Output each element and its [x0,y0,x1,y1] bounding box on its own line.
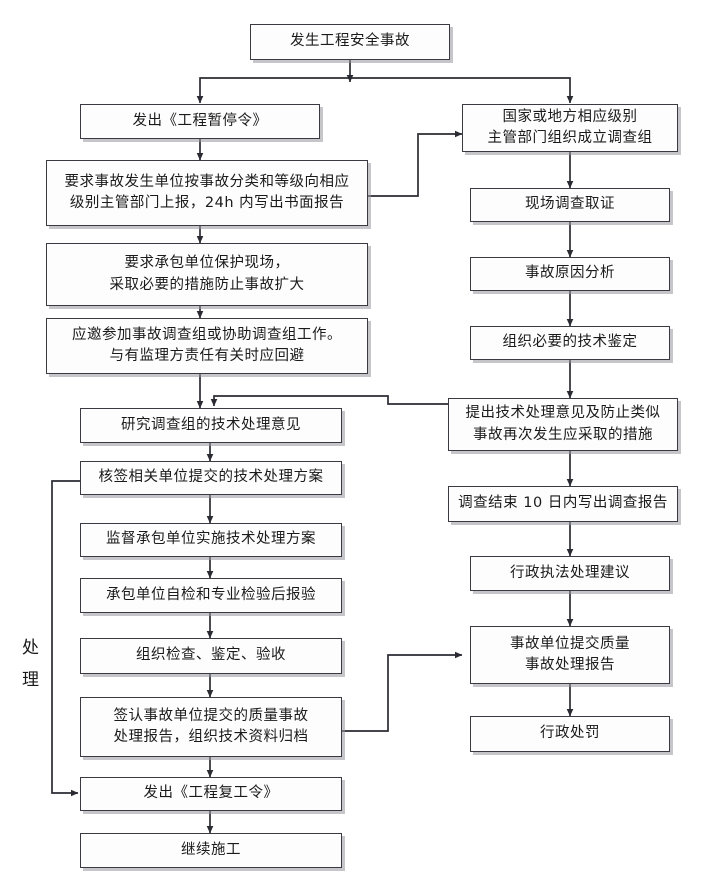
node-label: 监督承包单位实施技术处理方案 [106,531,316,548]
node-administrative-penalty[interactable]: 行政处罚 [470,716,670,752]
node-issue-suspension-order[interactable]: 发出《工程暂停令》 [80,104,320,139]
node-label: 应邀参加事故调查组或协助调查组工作。 与有监理方责任有关时应回避 [72,326,342,364]
node-countersign-technical-plan[interactable]: 核签相关单位提交的技术处理方案 [80,461,342,495]
node-cause-analysis[interactable]: 事故原因分析 [470,257,670,291]
node-label: 要求事故发生单位按事故分类和等级向相应 级别主管部门上报，24h 内写出书面报告 [64,173,350,211]
node-investigation-report-10days[interactable]: 调查结束 10 日内写出调查报告 [448,486,678,522]
node-establish-investigation-team[interactable]: 国家或地方相应级别 主管部门组织成立调查组 [462,104,678,152]
node-label: 发生工程安全事故 [290,33,410,50]
node-organize-inspection-acceptance[interactable]: 组织检查、鉴定、验收 [80,638,342,674]
node-label: 组织检查、鉴定、验收 [136,647,286,664]
node-label: 现场调查取证 [525,196,615,213]
node-label: 承包单位自检和专业检验后报验 [106,586,316,603]
edge-n0-r1 [350,77,574,104]
node-label: 行政执法处理建议 [510,564,630,581]
node-label: 事故单位提交质量 事故处理报告 [510,635,630,673]
node-administrative-enforcement-advice[interactable]: 行政执法处理建议 [470,556,670,591]
node-label: 国家或地方相应级别 主管部门组织成立调查组 [487,108,653,146]
node-label: 签认事故单位提交的质量事故 处理报告，组织技术资料归档 [113,707,309,745]
node-label: 事故原因分析 [525,265,615,282]
node-label: 继续施工 [181,841,241,858]
node-continue-construction[interactable]: 继续施工 [80,833,342,868]
node-join-investigation-team[interactable]: 应邀参加事故调查组或协助调查组工作。 与有监理方责任有关时应回避 [46,318,368,374]
node-unit-submits-report[interactable]: 事故单位提交质量 事故处理报告 [470,626,670,684]
node-propose-measures[interactable]: 提出技术处理意见及防止类似 事故再次发生应采取的措施 [448,398,678,451]
node-label: 组织必要的技术鉴定 [502,334,638,351]
node-supervise-implementation[interactable]: 监督承包单位实施技术处理方案 [80,523,342,557]
edge-n6-n11 [51,480,82,797]
node-label: 研究调查组的技术处理意见 [121,416,301,433]
node-sign-quality-accident-report[interactable]: 签认事故单位提交的质量事故 处理报告，组织技术资料归档 [80,697,342,757]
edge-r5-n5 [210,395,448,407]
node-label: 发出《工程暂停令》 [132,112,268,129]
node-contractor-self-inspection[interactable]: 承包单位自检和专业检验后报验 [80,578,342,613]
node-accident-occurs[interactable]: 发生工程安全事故 [250,24,450,60]
node-technical-appraisal[interactable]: 组织必要的技术鉴定 [470,326,670,360]
node-label: 要求承包单位保护现场， 采取必要的措施防止事故扩大 [109,255,305,293]
side-label-handling: 处 理 [22,638,40,691]
edge-n2-r1 [366,130,463,197]
node-label: 行政处罚 [540,725,600,742]
node-study-technical-opinion[interactable]: 研究调查组的技术处理意见 [80,408,342,443]
edge-n0-n1 [196,77,350,104]
edge-n10-r8 [340,651,463,732]
node-site-investigation-evidence[interactable]: 现场调查取证 [470,188,670,222]
node-label: 发出《工程复工令》 [143,785,279,802]
node-issue-resumption-order[interactable]: 发出《工程复工令》 [80,777,342,811]
node-label: 调查结束 10 日内写出调查报告 [458,495,668,512]
node-report-to-authority[interactable]: 要求事故发生单位按事故分类和等级向相应 级别主管部门上报，24h 内写出书面报告 [46,160,368,226]
node-label: 核签相关单位提交的技术处理方案 [98,469,324,486]
node-protect-site[interactable]: 要求承包单位保护现场， 采取必要的措施防止事故扩大 [46,243,368,306]
node-label: 提出技术处理意见及防止类似 事故再次发生应采取的措施 [465,405,661,443]
